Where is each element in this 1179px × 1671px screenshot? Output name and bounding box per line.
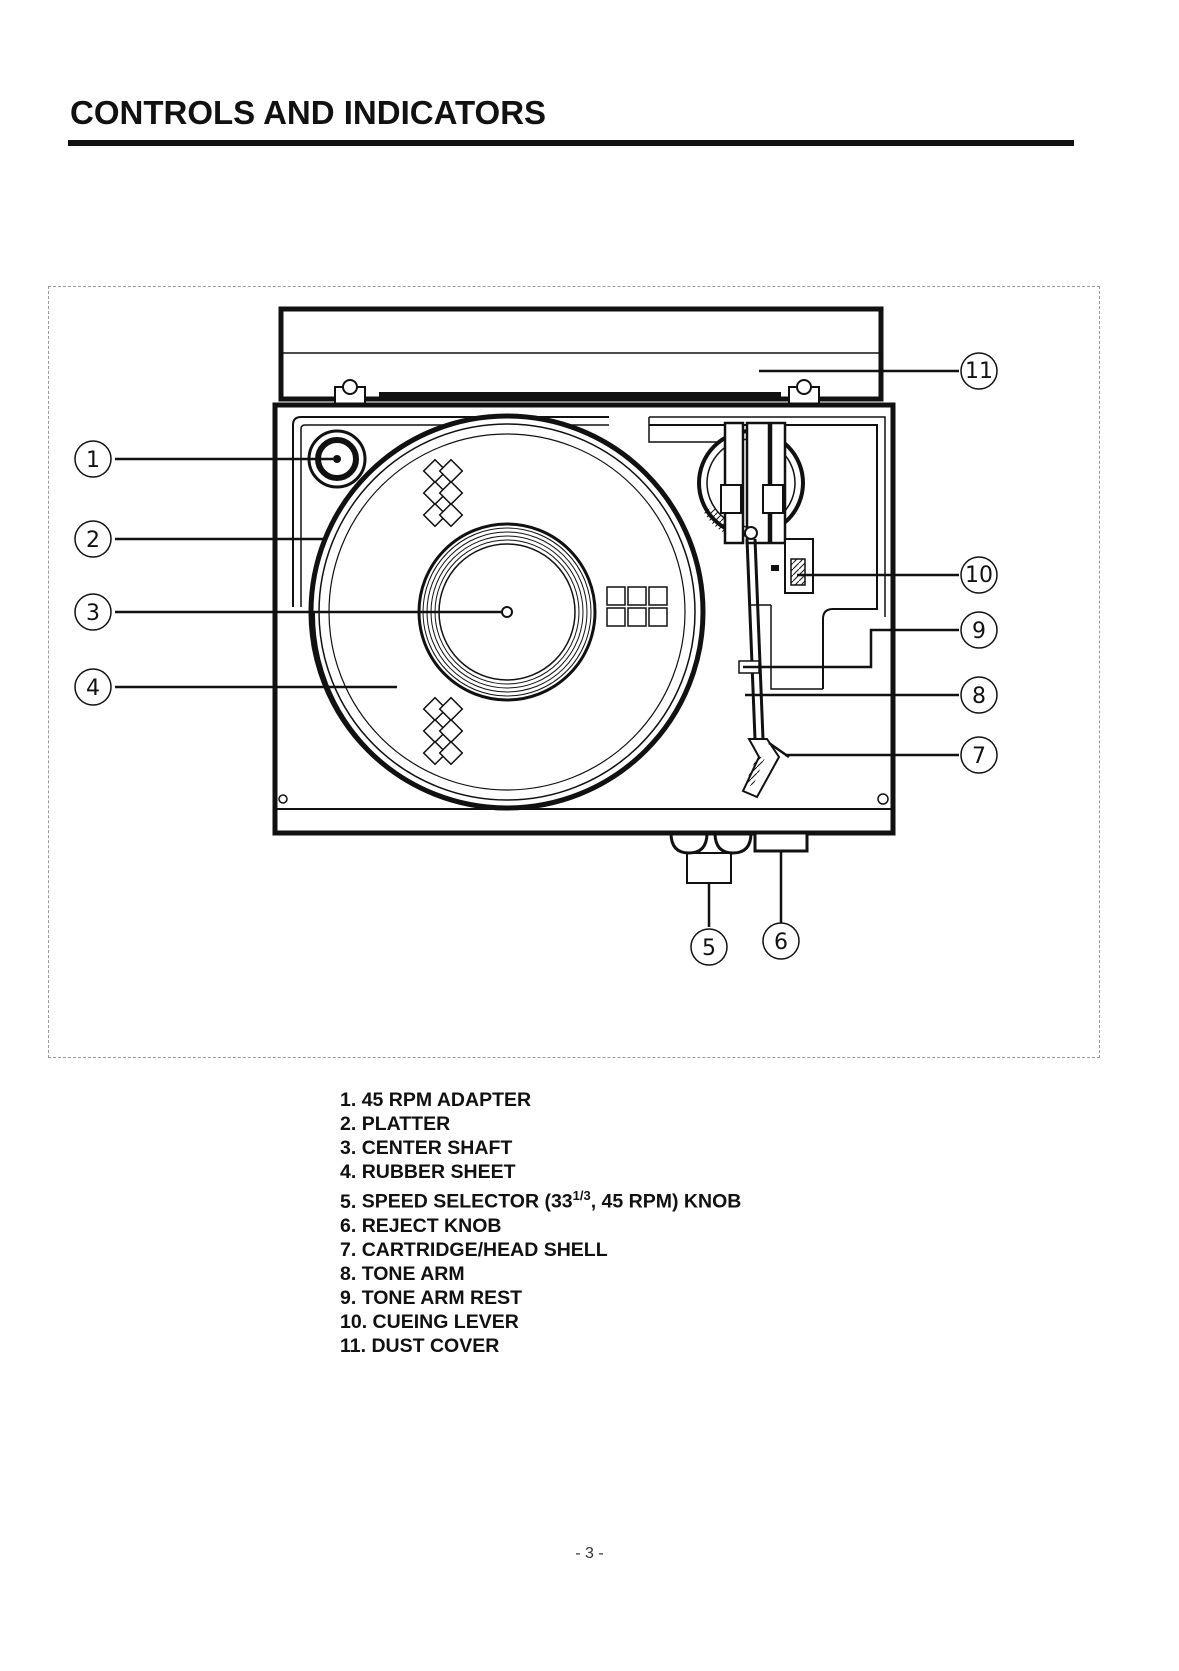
callout-9: 9 — [961, 612, 997, 648]
legend-item: 10. CUEING LEVER — [340, 1310, 741, 1334]
legend-item: 8. TONE ARM — [340, 1262, 741, 1286]
legend-number: 2. — [340, 1112, 356, 1136]
legend-item: 6. REJECT KNOB — [340, 1214, 741, 1238]
svg-text:10: 10 — [965, 563, 993, 588]
callout-5: 5 — [691, 929, 727, 965]
callout-7: 7 — [961, 737, 997, 773]
legend-number: 1. — [340, 1088, 356, 1112]
legend-label: REJECT KNOB — [362, 1215, 502, 1237]
svg-text:11: 11 — [965, 359, 993, 384]
svg-text:2: 2 — [86, 528, 100, 553]
callout-8: 8 — [961, 677, 997, 713]
turntable-illustration: 1 2 3 4 5 6 7 — [49, 287, 1099, 1057]
callout-11: 11 — [961, 353, 997, 389]
legend-number: 7. — [340, 1238, 356, 1262]
callout-1: 1 — [75, 441, 111, 477]
legend-item: 3. CENTER SHAFT — [340, 1136, 741, 1160]
parts-legend: 1. 45 RPM ADAPTER 2. PLATTER 3. CENTER S… — [340, 1088, 741, 1358]
legend-number: 4. — [340, 1160, 356, 1184]
svg-text:1: 1 — [86, 448, 100, 473]
legend-number: 5. — [340, 1190, 356, 1214]
legend-item: 11. DUST COVER — [340, 1334, 741, 1358]
svg-text:6: 6 — [774, 930, 788, 955]
callout-10: 10 — [961, 557, 997, 593]
legend-item: 9. TONE ARM REST — [340, 1286, 741, 1310]
legend-item: 4. RUBBER SHEET — [340, 1160, 741, 1184]
legend-label: CUEING LEVER — [373, 1311, 519, 1333]
rear-knobs — [671, 833, 807, 883]
callout-2: 2 — [75, 521, 111, 557]
page-number: - 3 - — [0, 1545, 1179, 1563]
callout-6: 6 — [763, 923, 799, 959]
callout-4: 4 — [75, 669, 111, 705]
svg-text:7: 7 — [972, 744, 986, 769]
legend-label-end: , 45 RPM) KNOB — [591, 1191, 742, 1213]
legend-number: 11. — [340, 1334, 366, 1358]
legend-label: DUST COVER — [371, 1335, 499, 1357]
legend-label: SPEED SELECTOR (33 — [362, 1191, 573, 1213]
svg-text:4: 4 — [86, 676, 100, 701]
turntable-diagram: 1 2 3 4 5 6 7 — [48, 286, 1100, 1058]
legend-label: TONE ARM — [362, 1263, 465, 1285]
legend-item: 2. PLATTER — [340, 1112, 741, 1136]
svg-text:3: 3 — [86, 601, 100, 626]
legend-number: 6. — [340, 1214, 356, 1238]
legend-number: 10. — [340, 1310, 367, 1334]
legend-item: 1. 45 RPM ADAPTER — [340, 1088, 741, 1112]
callout-3: 3 — [75, 594, 111, 630]
legend-item: 7. CARTRIDGE/HEAD SHELL — [340, 1238, 741, 1262]
legend-number: 8. — [340, 1262, 356, 1286]
legend-label: CARTRIDGE/HEAD SHELL — [362, 1239, 608, 1261]
page-title: CONTROLS AND INDICATORS — [70, 96, 546, 129]
legend-fraction: 1/3 — [573, 1188, 591, 1203]
legend-number: 3. — [340, 1136, 356, 1160]
legend-label: RUBBER SHEET — [362, 1161, 516, 1183]
legend-label: 45 RPM ADAPTER — [362, 1089, 531, 1111]
dust-cover — [281, 309, 881, 405]
title-rule — [68, 140, 1074, 146]
svg-text:5: 5 — [702, 936, 716, 961]
legend-label: TONE ARM REST — [362, 1287, 522, 1309]
legend-label: CENTER SHAFT — [362, 1137, 513, 1159]
legend-label: PLATTER — [362, 1113, 450, 1135]
legend-number: 9. — [340, 1286, 356, 1310]
svg-text:8: 8 — [972, 684, 986, 709]
svg-text:9: 9 — [972, 619, 986, 644]
legend-item: 5. SPEED SELECTOR (331/3, 45 RPM) KNOB — [340, 1184, 741, 1214]
